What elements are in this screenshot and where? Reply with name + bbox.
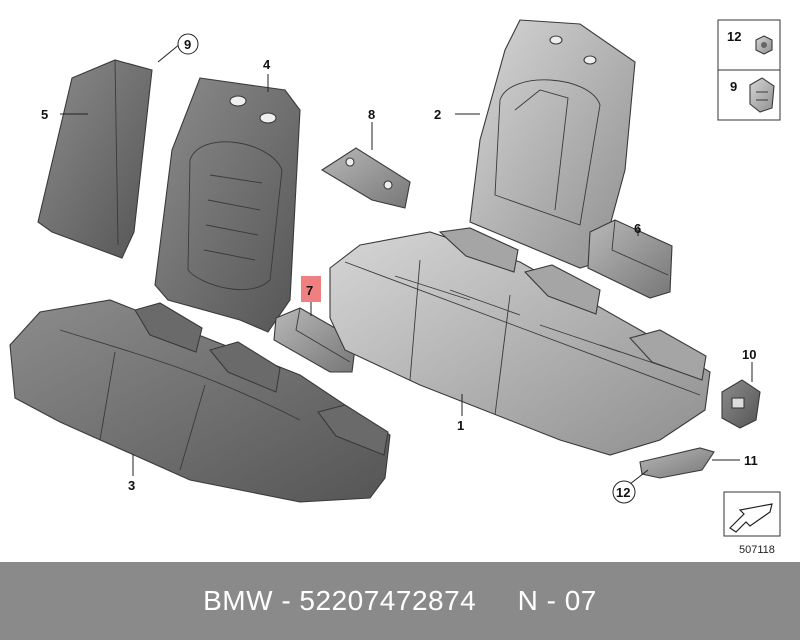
callout-labels: 4 5 9 8 2 6 7 10 1 3 11 12 (41, 33, 758, 504)
callout-11: 11 (744, 453, 758, 468)
callout-12-circle: 12 (612, 480, 636, 504)
part-7-cushion-insert (273, 307, 357, 373)
callout-10: 10 (742, 347, 756, 362)
orientation-arrow-box (723, 491, 781, 537)
callout-9-circle: 9 (177, 33, 199, 55)
part-2-backrest-right (469, 19, 636, 269)
callout-1: 1 (457, 418, 464, 433)
callout-2: 2 (434, 107, 441, 122)
part-6-trim-block (587, 219, 673, 299)
diagram-number: 507118 (739, 544, 775, 556)
fastener-legend: 12 9 (717, 19, 781, 121)
part-5-side-bolster (37, 59, 153, 259)
callout-4: 4 (263, 57, 271, 72)
callout-6: 6 (634, 221, 641, 236)
callout-9: 9 (184, 37, 191, 52)
part-3-seat-cushion-dark (9, 299, 391, 503)
callout-12: 12 (616, 485, 630, 500)
callout-5: 5 (41, 107, 48, 122)
diagram-canvas: 12 9 507118 4 5 9 (9, 19, 781, 556)
clip-nut-icon (749, 77, 775, 113)
part-4-backrest-left (154, 77, 301, 333)
callout-3: 3 (128, 478, 135, 493)
leader-lines (60, 43, 753, 485)
legend-label-12: 12 (727, 29, 741, 44)
arrow-icon (729, 503, 773, 533)
callout-7-highlight: 7 (301, 276, 321, 302)
parts-diagram: 12 9 507118 4 5 9 (9, 19, 781, 556)
part-10-clip (721, 379, 761, 429)
footer-bar: BMW - 52207472874 N - 07 (0, 562, 800, 640)
part-11-trim-strip (639, 447, 715, 479)
part-1-seat-cushion-light (329, 227, 711, 456)
callout-7: 7 (306, 283, 313, 298)
part-8-bracket (320, 147, 411, 209)
part-number-caption: BMW - 52207472874 N - 07 (203, 585, 597, 616)
legend-label-9: 9 (730, 79, 737, 94)
nut-icon (755, 35, 773, 55)
callout-8: 8 (368, 107, 375, 122)
